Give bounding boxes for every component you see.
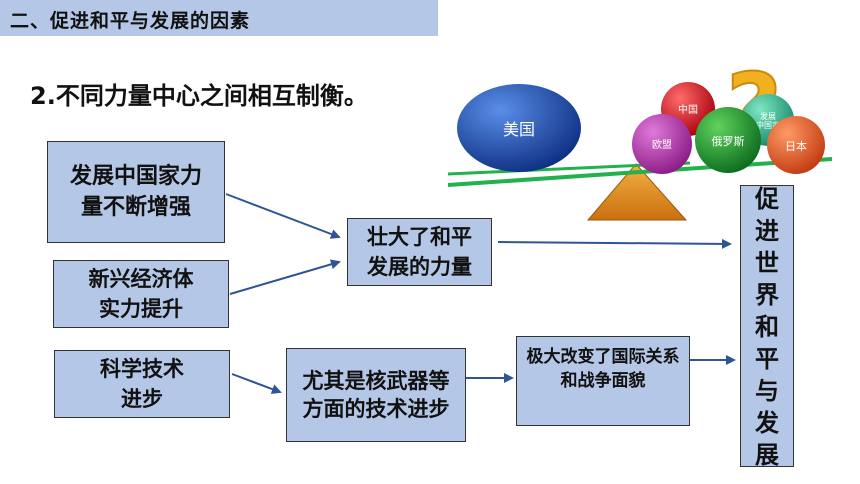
emerging-economies-box: 新兴经济体实力提升 [53,260,229,328]
fulcrum [586,163,688,221]
promote-peace-text: 促进世界和平与发展 [755,185,779,469]
peace-force-box: 壮大了和平发展的力量 [347,218,492,286]
science-tech-box: 科学技术进步 [54,350,230,418]
japan-ball [767,116,825,174]
science-tech-text: 科学技术进步 [100,357,184,411]
section-header: 二、促进和平与发展的因素 [0,0,438,36]
developing-label: 发展中国家 [756,111,780,130]
arrows [225,193,736,394]
balance-beam [447,157,833,187]
arrow-d-to-e [231,373,282,394]
balance-illustration: 美国 ? 中国 发展中国家 欧盟 俄罗斯 日本 [447,52,833,221]
china-label: 中国 [678,103,698,116]
eu-ball [632,114,692,174]
usa-label: 美国 [503,120,535,139]
russia-ball [695,107,761,173]
japan-label: 日本 [785,139,807,153]
subtitle: 2.不同力量中心之间相互制衡。 [30,82,368,110]
nuclear-tech-box: 尤其是核武器等方面的技术进步 [286,348,466,442]
nuclear-tech-text: 尤其是核武器等方面的技术进步 [302,369,450,421]
arrow-b-to-c [229,259,341,295]
developing-countries-box: 发展中国家力量不断增强 [47,141,225,243]
promote-peace-box: 促进世界和平与发展 [740,185,794,469]
arrow-a-to-c [225,193,341,239]
developing-countries-text: 发展中国家力量不断增强 [69,164,202,220]
section-title: 二、促进和平与发展的因素 [10,10,251,32]
changed-relations-text: 极大改变了国际关系和战争面貌 [526,347,680,391]
russia-label: 俄罗斯 [712,135,745,148]
eu-label: 欧盟 [652,139,672,151]
emerging-economies-text: 新兴经济体实力提升 [88,267,194,321]
usa-ball [457,84,581,172]
arrow-c-to-g [497,238,732,249]
changed-relations-box: 极大改变了国际关系和战争面貌 [516,336,690,426]
peace-force-text: 壮大了和平发展的力量 [367,225,472,279]
